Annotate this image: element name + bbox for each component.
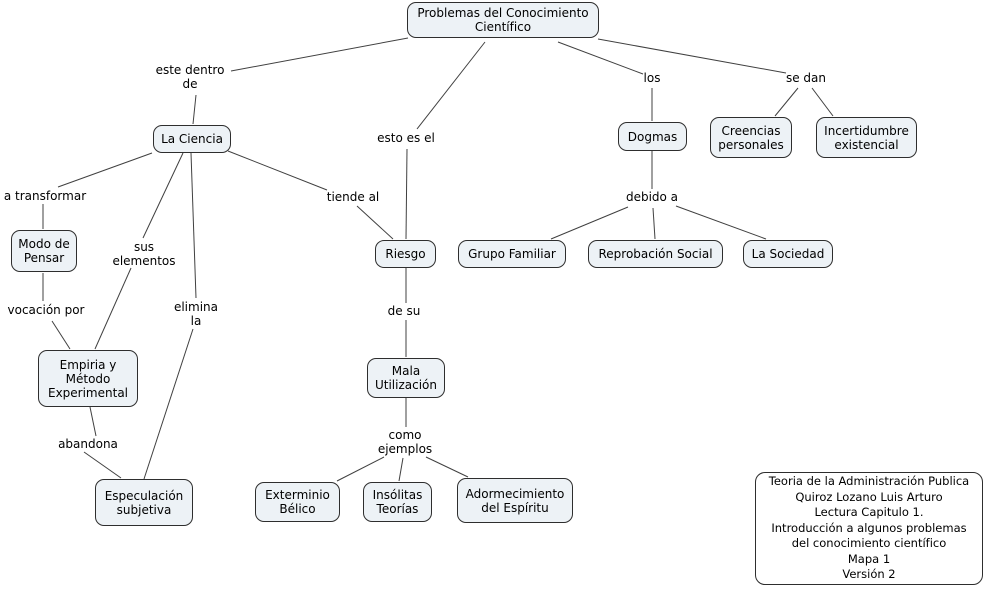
edge-este-dentro-de-to-la-ciencia bbox=[192, 94, 197, 125]
concept-node-grupo-familiar[interactable]: Grupo Familiar bbox=[458, 240, 566, 268]
linking-phrase-de-su[interactable]: de su bbox=[387, 304, 421, 318]
info-line: Quiroz Lozano Luis Arturo bbox=[795, 489, 943, 504]
concept-node-modo-de-pensar[interactable]: Modo de Pensar bbox=[11, 230, 77, 272]
linking-phrase-vocacion-por[interactable]: vocación por bbox=[7, 303, 85, 317]
edge-empiria-to-abandona bbox=[89, 406, 97, 437]
concept-text: Exterminio Bélico bbox=[265, 488, 330, 516]
edge-abandona-to-especulacion bbox=[83, 451, 122, 479]
concept-node-riesgo[interactable]: Riesgo bbox=[375, 240, 436, 268]
linking-phrase-sus-elementos[interactable]: sus elementos bbox=[112, 240, 176, 268]
linking-phrase-este-dentro-de[interactable]: este dentro de bbox=[155, 63, 225, 91]
concept-text: Modo de Pensar bbox=[18, 237, 70, 265]
concept-node-adormecimiento-espiritu[interactable]: Adormecimiento del Espíritu bbox=[457, 478, 573, 523]
info-line: del conocimiento científico bbox=[791, 536, 947, 551]
concept-text: Problemas del Conocimiento Científico bbox=[417, 6, 589, 34]
linking-phrase-como-ejemplos[interactable]: como ejemplos bbox=[377, 428, 433, 456]
edge-problemas-to-se-dan bbox=[597, 38, 787, 74]
info-line: Teoria de la Administración Publica bbox=[768, 474, 970, 489]
info-line: Introducción a algunos problemas bbox=[771, 520, 967, 535]
edge-vocacion-por-to-empiria bbox=[51, 320, 71, 350]
linking-phrase-abandona[interactable]: abandona bbox=[58, 437, 118, 451]
info-line: Versión 2 bbox=[842, 567, 896, 582]
concept-node-problemas[interactable]: Problemas del Conocimiento Científico bbox=[407, 2, 599, 38]
edge-la-ciencia-to-a-transformar bbox=[57, 152, 153, 188]
info-box[interactable]: Teoria de la Administración Publica Quir… bbox=[755, 472, 983, 585]
concept-node-exterminio-belico[interactable]: Exterminio Bélico bbox=[255, 482, 340, 522]
edge-esto-es-el-to-riesgo bbox=[405, 148, 408, 240]
concept-text: Adormecimiento del Espíritu bbox=[465, 486, 565, 515]
concept-node-la-sociedad[interactable]: La Sociedad bbox=[743, 240, 833, 268]
concept-node-especulacion-subjetiva[interactable]: Especulación subjetiva bbox=[95, 479, 193, 526]
concept-node-mala-utilizacion[interactable]: Mala Utilización bbox=[367, 358, 445, 398]
edge-la-ciencia-to-sus-elementos bbox=[142, 152, 184, 239]
concept-node-la-ciencia[interactable]: La Ciencia bbox=[153, 125, 231, 153]
concept-text: Especulación subjetiva bbox=[104, 488, 184, 517]
concept-text: Empiria y Método Experimental bbox=[47, 357, 129, 400]
edge-sus-elementos-to-empiria bbox=[94, 267, 132, 350]
info-line: Mapa 1 bbox=[847, 551, 891, 566]
linking-phrase-debido-a[interactable]: debido a bbox=[625, 190, 679, 204]
edge-debido-a-to-grupo-familiar bbox=[550, 206, 629, 240]
concept-text: Dogmas bbox=[627, 129, 678, 144]
concept-node-insolitas-teorias[interactable]: Insólitas Teorías bbox=[363, 482, 432, 522]
concept-text: La Ciencia bbox=[161, 132, 223, 146]
concept-text: Creencias personales bbox=[718, 123, 784, 152]
concept-text: Incertidumbre existencial bbox=[824, 123, 909, 152]
linking-phrase-tiende-al[interactable]: tiende al bbox=[326, 190, 380, 204]
linking-phrase-los[interactable]: los bbox=[643, 71, 661, 85]
concept-text: Reprobación Social bbox=[598, 247, 713, 261]
edge-como-ejemplos-to-exterminio bbox=[336, 456, 385, 482]
concept-text: Grupo Familiar bbox=[468, 247, 556, 261]
linking-phrase-esto-es-el[interactable]: esto es el bbox=[377, 131, 435, 145]
concept-text: La Sociedad bbox=[751, 247, 825, 261]
edge-como-ejemplos-to-adormecimiento bbox=[425, 456, 469, 478]
edge-tiende-al-to-riesgo bbox=[356, 205, 394, 240]
concept-node-empiria-metodo-experimental[interactable]: Empiria y Método Experimental bbox=[38, 350, 138, 407]
linking-phrase-a-transformar[interactable]: a transformar bbox=[3, 189, 87, 203]
concept-node-reprobacion-social[interactable]: Reprobación Social bbox=[588, 240, 723, 268]
edge-debido-a-to-reprobacion bbox=[652, 207, 656, 240]
edge-problemas-to-esto-es-el bbox=[416, 41, 486, 130]
concept-text: Riesgo bbox=[385, 247, 426, 261]
concept-node-creencias-personales[interactable]: Creencias personales bbox=[710, 117, 792, 158]
edge-problemas-to-los bbox=[557, 41, 644, 75]
info-line: Lectura Capitulo 1. bbox=[814, 505, 924, 520]
edge-elimina-la-to-especulacion bbox=[143, 328, 194, 480]
linking-phrase-se-dan[interactable]: se dan bbox=[785, 71, 827, 85]
edge-la-ciencia-to-tiende-al bbox=[227, 150, 328, 191]
edge-la-ciencia-to-elimina-la bbox=[190, 152, 197, 299]
concept-text: Insólitas Teorías bbox=[372, 488, 423, 516]
edge-se-dan-to-creencias bbox=[774, 87, 799, 117]
concept-node-dogmas[interactable]: Dogmas bbox=[618, 122, 687, 151]
linking-phrase-elimina-la[interactable]: elimina la bbox=[173, 300, 219, 328]
edge-debido-a-to-la-sociedad bbox=[675, 205, 767, 240]
edge-como-ejemplos-to-insolitas bbox=[398, 457, 404, 482]
edge-se-dan-to-incertidumbre bbox=[811, 87, 834, 117]
concept-node-incertidumbre-existencial[interactable]: Incertidumbre existencial bbox=[816, 117, 917, 158]
concept-text: Mala Utilización bbox=[374, 364, 438, 392]
edge-problemas-to-este-dentro-de bbox=[230, 37, 409, 72]
